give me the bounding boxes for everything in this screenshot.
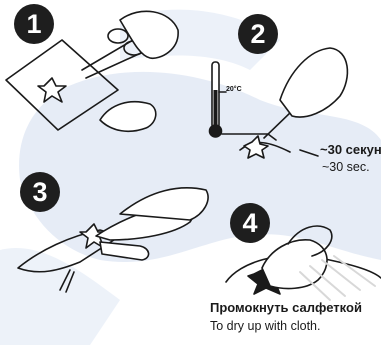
- step-2-caption-en: ~30 sec.: [322, 160, 370, 174]
- thermometer-label: 20°C: [226, 86, 242, 93]
- step-2-caption-ru: ~30 секунд: [320, 142, 381, 157]
- step-1-badge: 1: [14, 4, 54, 44]
- step-4-badge: 4: [230, 203, 270, 243]
- step-3-badge: 3: [20, 172, 60, 212]
- step-4-caption-ru: Промокнуть салфеткой: [210, 300, 362, 315]
- step-2-badge: 2: [238, 14, 278, 54]
- step-4-caption-en: To dry up with cloth.: [210, 319, 320, 333]
